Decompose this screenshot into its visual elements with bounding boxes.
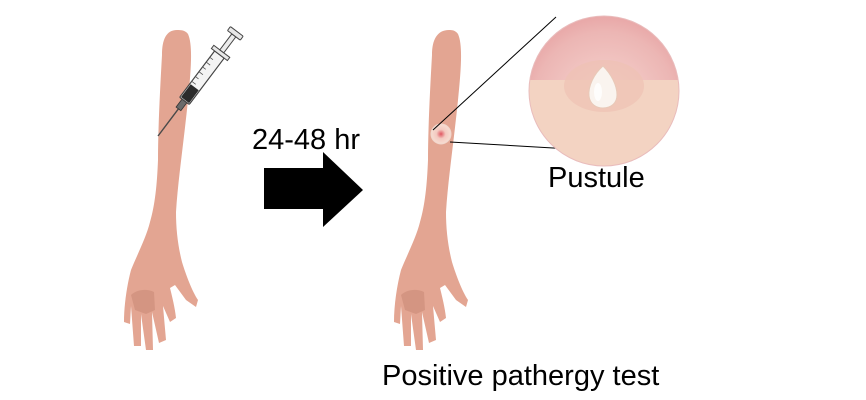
left-hand-shadow (131, 289, 155, 314)
pustule-label: Pustule (548, 162, 645, 194)
syringe-icon (157, 26, 244, 137)
pustule-zoom-view (529, 16, 679, 166)
result-caption: Positive pathergy test (382, 360, 660, 392)
right-arm (394, 30, 468, 350)
time-interval-label: 24-48 hr (252, 124, 361, 156)
left-arm (124, 30, 198, 350)
right-arrow-icon (264, 152, 363, 227)
arm-lesion (430, 123, 452, 145)
right-arm-shape (394, 30, 468, 350)
right-hand-shadow (401, 289, 425, 314)
zoom-line-top (432, 16, 557, 131)
